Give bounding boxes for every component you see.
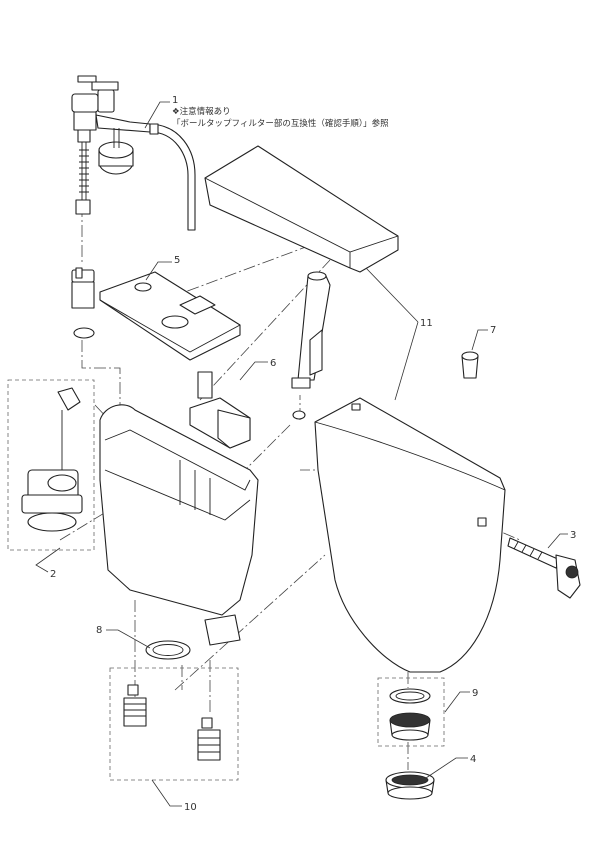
callout-4: 4: [470, 754, 476, 765]
note-line-2: 「ボールタップフィルター部の互換性（確認手順）」参照: [172, 118, 389, 129]
leader-lines: [35, 101, 568, 807]
note-line-1: ❖注意情報あり: [172, 106, 231, 117]
bolt-set-box: [109, 667, 239, 781]
callout-7: 7: [490, 325, 496, 336]
callout-5: 5: [174, 255, 180, 266]
callout-6: 6: [270, 358, 276, 369]
outer-tank: [314, 397, 506, 673]
callout-11: 11: [420, 318, 433, 329]
drain-gasket: [389, 688, 431, 704]
callout-8: 8: [96, 625, 102, 636]
tank-bolt-right: [197, 717, 221, 761]
inner-cover: [99, 271, 241, 361]
ball-tap-assembly: [71, 75, 196, 231]
overflow-pipe: [291, 271, 331, 420]
tank-bolt-left: [123, 684, 147, 727]
callout-2: 2: [50, 569, 56, 580]
fill-valve-float: [71, 267, 95, 339]
drain-set-box: [377, 677, 445, 747]
flush-valve-box: [7, 379, 95, 551]
bracket: [189, 371, 251, 449]
drain-nut: [389, 712, 431, 741]
callout-1: 1: [172, 95, 178, 106]
callout-9: 9: [472, 688, 478, 699]
callout-10: 10: [184, 802, 197, 813]
flush-valve-assembly: [21, 387, 83, 532]
cap-part: [461, 351, 479, 379]
tank-lid: [204, 145, 399, 273]
supply-hose-coil: [79, 149, 89, 193]
gasket-ring: [145, 640, 191, 660]
inner-tank: [99, 404, 259, 646]
ring-nut: [385, 771, 435, 800]
lever-handle: [507, 537, 581, 599]
callout-3: 3: [570, 530, 576, 541]
